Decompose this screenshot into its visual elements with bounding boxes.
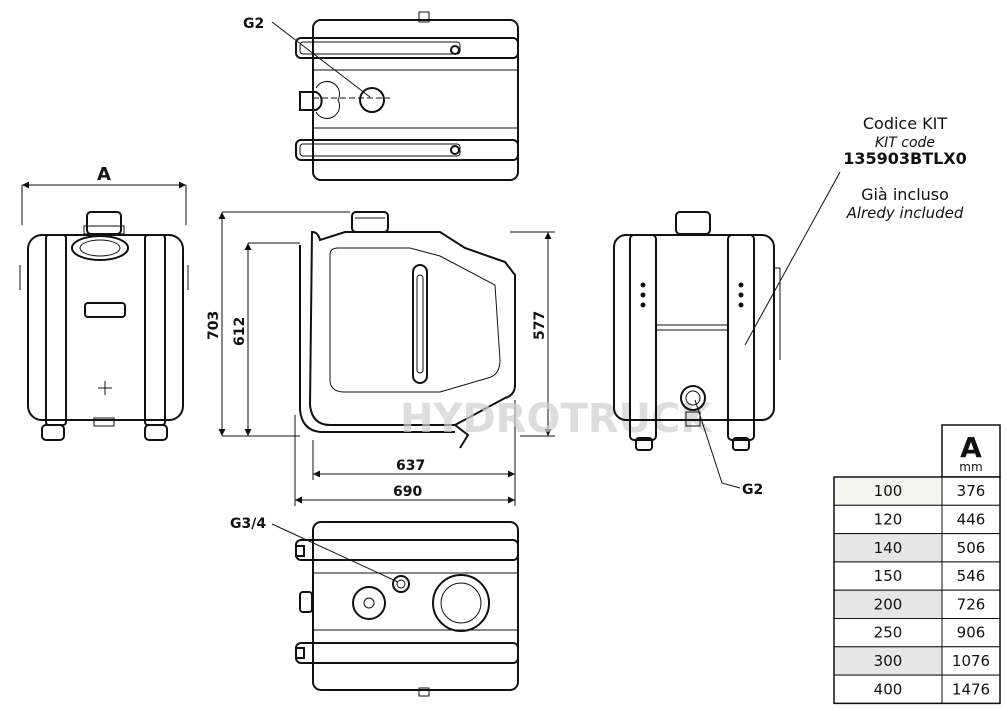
table-cell-a: 1476 — [952, 680, 990, 698]
kit-code-value: 135903BTLX0 — [843, 149, 967, 168]
table-cell-a: 726 — [957, 595, 986, 613]
table-row: 150 546 — [833, 561, 1001, 591]
table-cell-code: 150 — [874, 567, 903, 585]
table-cell-a: 376 — [957, 482, 986, 500]
callout-g2-top: G2 — [243, 16, 264, 32]
dimension-637: 637 — [396, 458, 425, 474]
table-cell-code: 200 — [874, 595, 903, 613]
table-cell-a: 906 — [957, 624, 986, 642]
table-cell-code: 400 — [874, 680, 903, 698]
table-row: 300 1076 — [833, 646, 1001, 676]
dimension-a-label: A — [97, 164, 111, 185]
table-cell-a: 546 — [957, 567, 986, 585]
table-cell-code: 120 — [874, 510, 903, 528]
kit-code-label-it: Codice KIT — [863, 114, 948, 133]
table-row: 200 726 — [833, 589, 1001, 620]
callout-g2-rear: G2 — [742, 482, 763, 498]
side-view — [299, 211, 516, 449]
dimension-612: 612 — [232, 317, 248, 346]
top-view — [271, 11, 519, 181]
table-cell-a: 1076 — [952, 652, 990, 670]
bottom-view — [295, 521, 519, 697]
size-table: A mm 100 376 120 446 140 506 150 546 200 726 250 90… — [833, 424, 1001, 705]
dimension-690: 690 — [393, 484, 422, 500]
table-row: 120 446 — [833, 504, 1001, 535]
table-cell-code: 100 — [874, 482, 903, 500]
rear-view — [613, 211, 781, 451]
table-header-unit: mm — [959, 460, 982, 474]
dimension-577: 577 — [532, 311, 548, 340]
table-row: 100 376 — [833, 476, 1001, 506]
table-cell-a: 446 — [957, 510, 986, 528]
included-label-en: Alredy included — [846, 204, 964, 222]
table-row: 250 906 — [833, 618, 1001, 648]
table-border — [833, 476, 1001, 705]
table-row: 140 506 — [833, 533, 1001, 563]
table-cell-a: 506 — [957, 539, 986, 557]
dimension-703: 703 — [206, 311, 222, 340]
callout-g34: G3/4 — [230, 516, 266, 532]
front-view — [19, 211, 189, 441]
table-header-a: A — [960, 431, 982, 464]
included-label-it: Già incluso — [861, 185, 949, 204]
kit-code-label-en: KIT code — [875, 135, 935, 151]
table-row: 400 1476 — [833, 674, 1001, 704]
table-cell-code: 250 — [874, 624, 903, 642]
table-cell-code: 300 — [874, 652, 903, 670]
table-cell-code: 140 — [874, 539, 903, 557]
